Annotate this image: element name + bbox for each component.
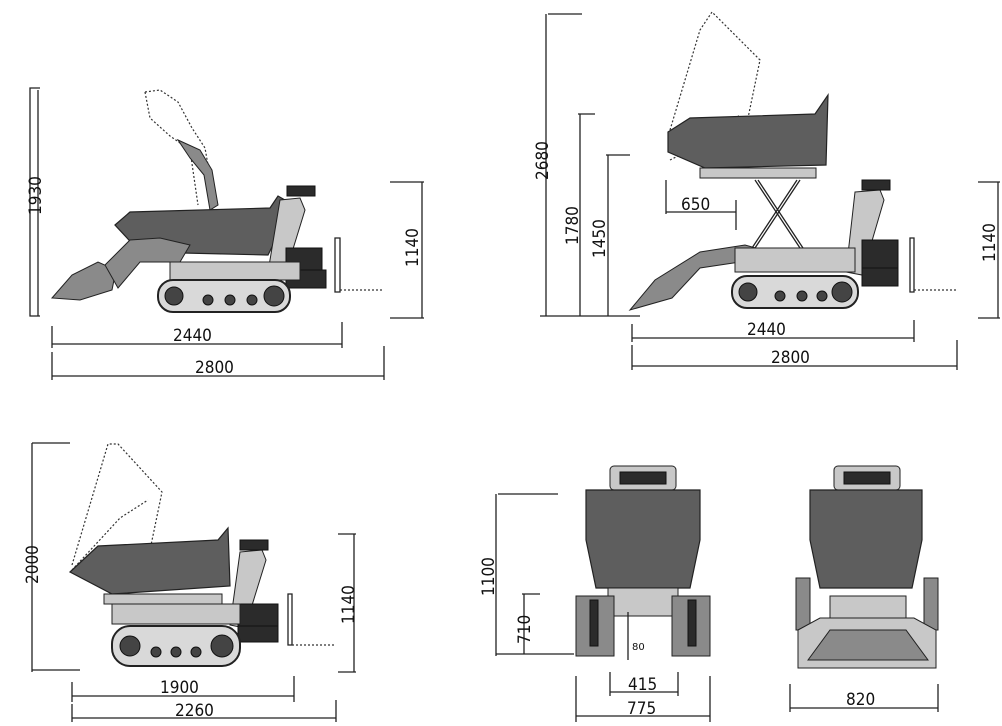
dim-2680: 2680 — [533, 141, 553, 180]
view-top-right: 2680 1780 1450 650 1140 — [533, 11, 1000, 370]
dim-775: 775 — [627, 699, 656, 719]
dim-1140-a: 1140 — [403, 228, 423, 267]
dim-2000: 2000 — [23, 545, 43, 584]
dim-2440-b: 2440 — [747, 320, 786, 340]
dim-710: 710 — [515, 615, 535, 644]
dim-1100: 1100 — [479, 557, 499, 596]
dim-1450: 1450 — [590, 219, 610, 258]
dim-2800-a: 2800 — [195, 358, 234, 378]
dim-415: 415 — [628, 675, 657, 695]
dim-80: 80 — [632, 642, 645, 653]
view-top-left: 1930 1140 2440 2800 — [26, 87, 424, 380]
dim-1900: 1900 — [160, 678, 199, 698]
dim-820: 820 — [846, 690, 875, 710]
dim-2440-a: 2440 — [173, 326, 212, 346]
dim-2800-b: 2800 — [771, 348, 810, 368]
dim-1140-c: 1140 — [339, 585, 359, 624]
view-front: 1100 710 80 415 775 — [479, 465, 711, 722]
view-front-loader: 820 — [789, 465, 939, 712]
dim-1780: 1780 — [563, 206, 583, 245]
dim-2260: 2260 — [175, 701, 214, 721]
dim-650: 650 — [681, 195, 710, 215]
dim-1930: 1930 — [26, 176, 46, 215]
view-bottom-left: 2000 1140 1900 2260 — [23, 442, 359, 722]
dim-1140-b: 1140 — [980, 223, 1000, 262]
